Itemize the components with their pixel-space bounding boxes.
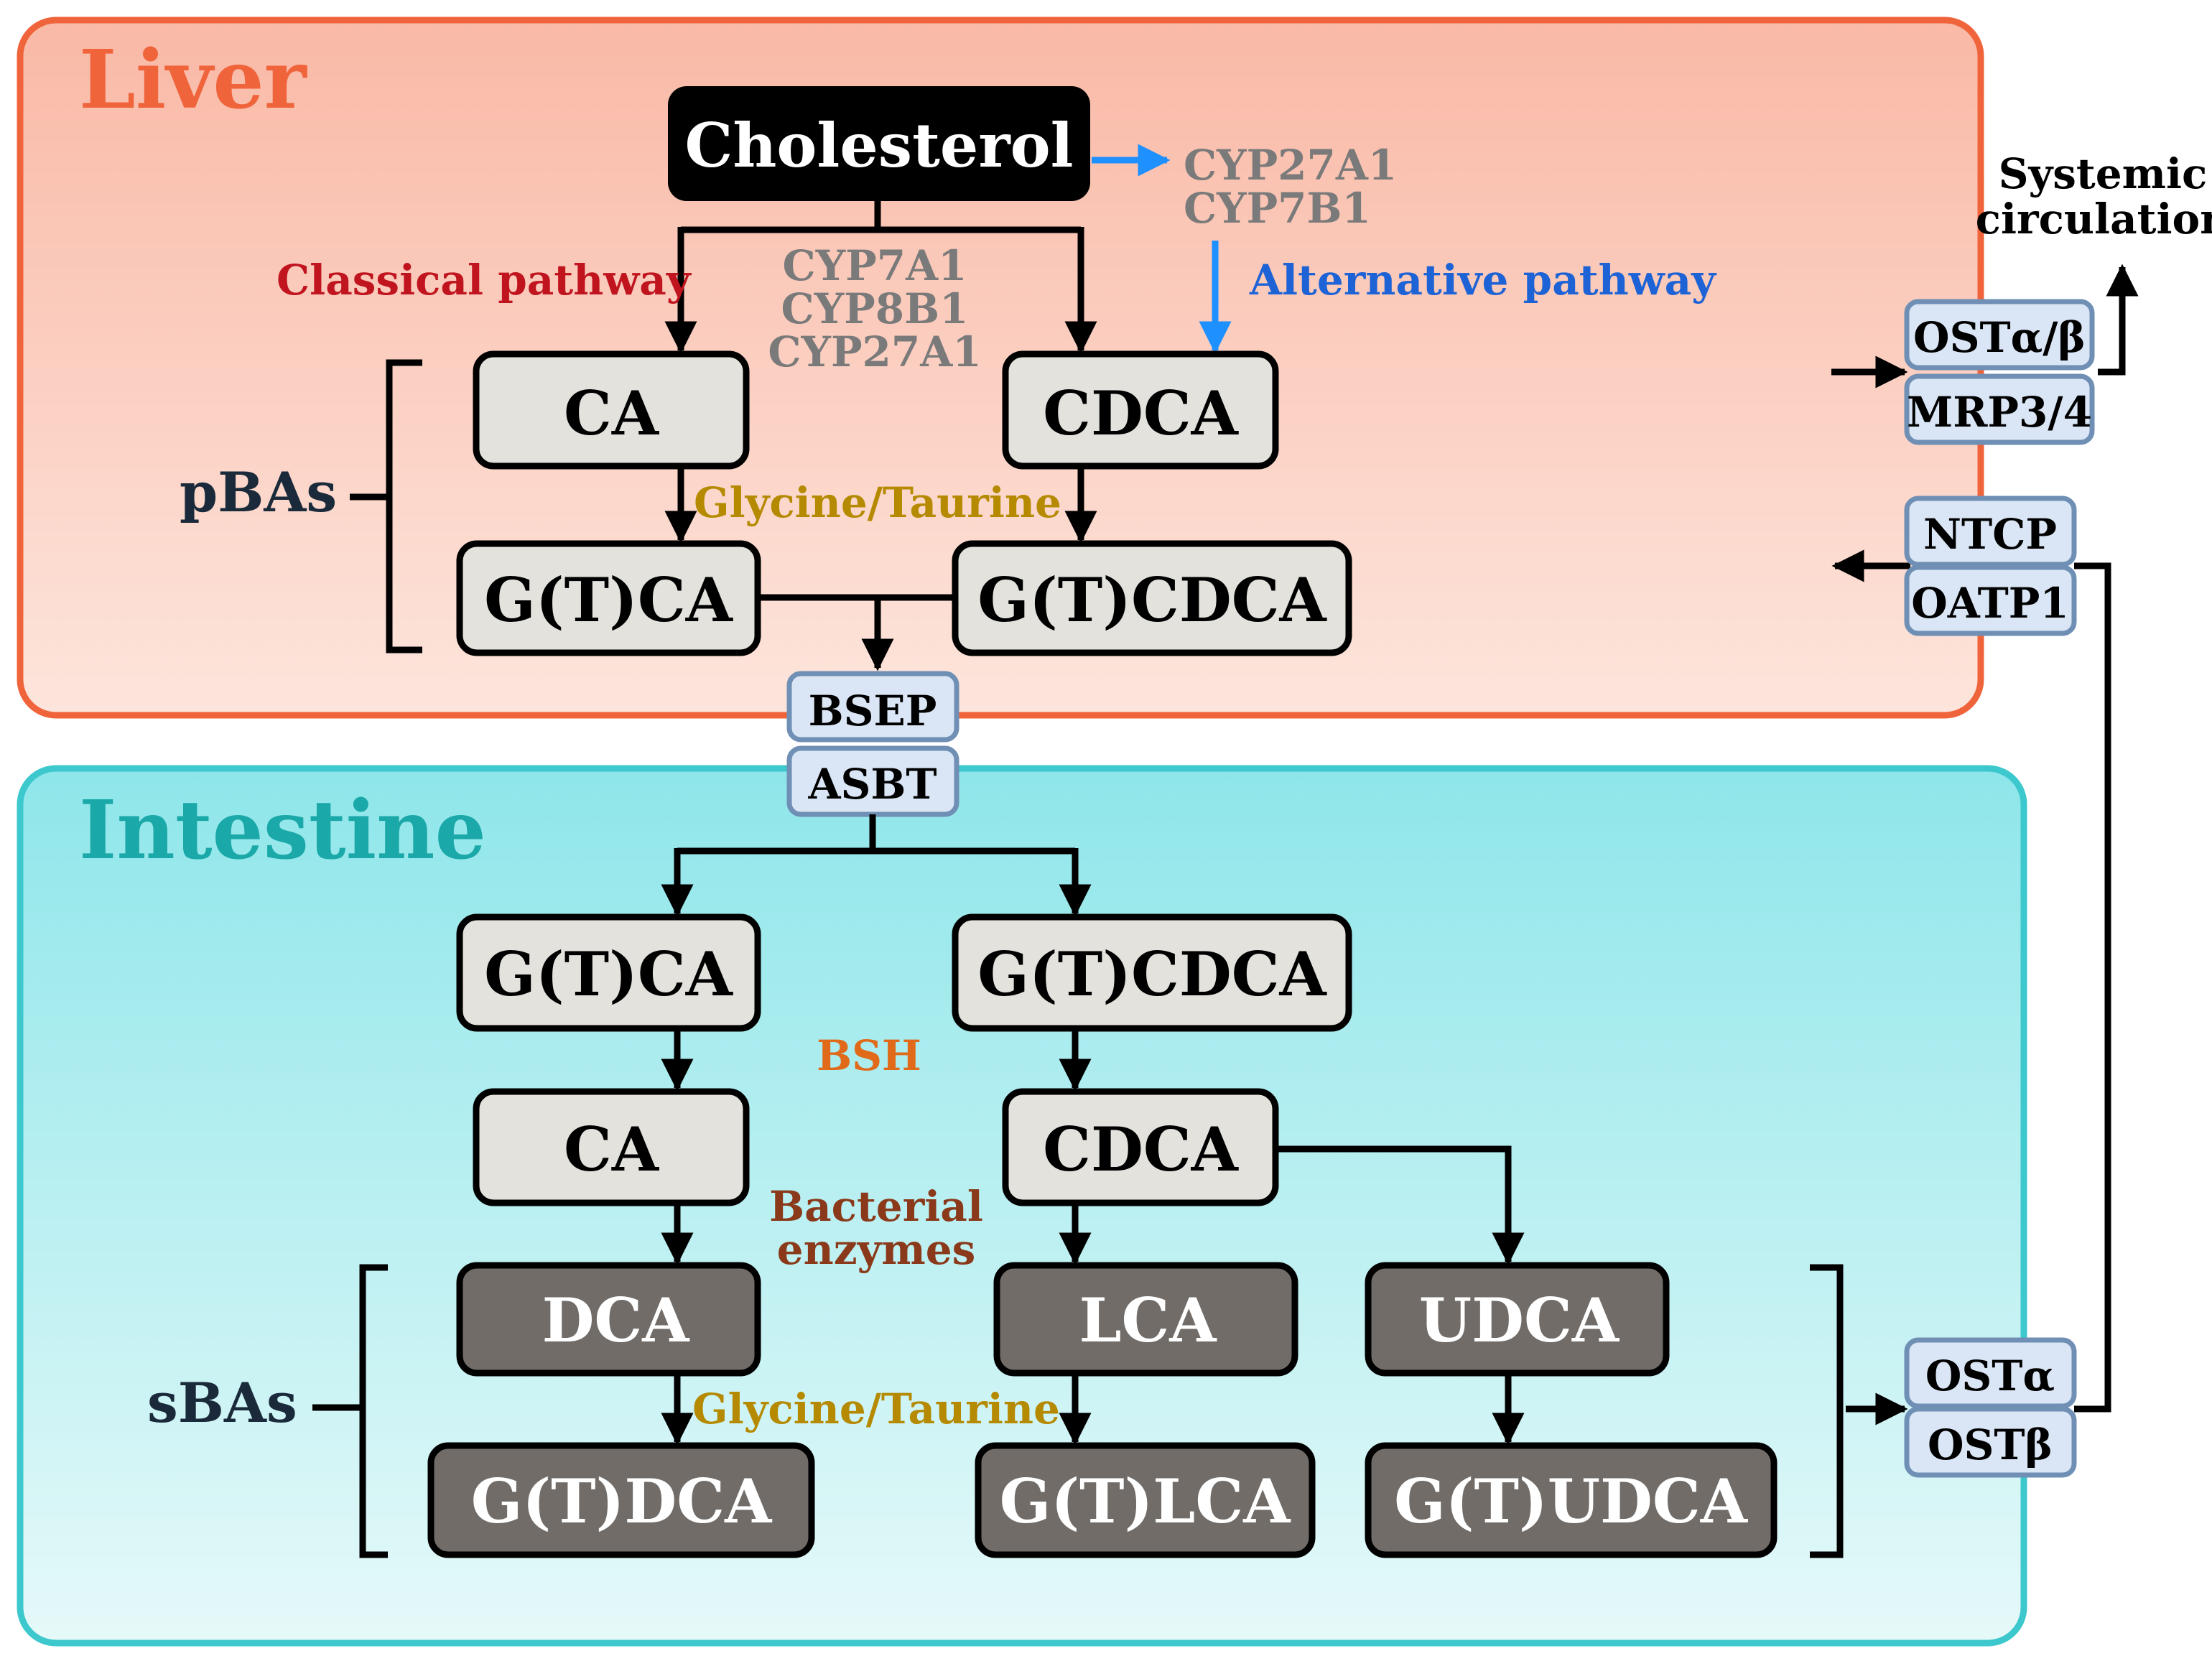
liver-conjugation-label: Glycine/Taurine: [694, 478, 1061, 527]
classical-enzyme-3: CYP27A1: [768, 327, 981, 376]
gtlca-node: G(T)LCA: [975, 1442, 1316, 1558]
liver-gtcdca-label: G(T)CDCA: [977, 564, 1327, 636]
lca-node: LCA: [993, 1262, 1298, 1377]
udca-label: UDCA: [1419, 1285, 1620, 1356]
pbas-label: pBAs: [180, 460, 337, 524]
dca-label: DCA: [542, 1285, 691, 1356]
cholesterol-label: Cholesterol: [684, 110, 1073, 181]
liver-title: Liver: [79, 33, 308, 127]
intestine-gtcdca-node: G(T)CDCA: [952, 913, 1352, 1032]
asbt-transporter: ASBT: [786, 745, 959, 817]
intestine-conjugation-label: Glycine/Taurine: [692, 1385, 1060, 1433]
intestine-gtca-label: G(T)CA: [484, 939, 734, 1010]
pbas-bracket: [350, 359, 422, 653]
sbas-right-bracket: [1810, 1264, 1844, 1558]
intestine-ca-label: CA: [564, 1114, 660, 1185]
dca-node: DCA: [456, 1262, 761, 1377]
systemic-label-2: circulation: [1976, 195, 2212, 243]
alt-enzyme-2: CYP7B1: [1184, 184, 1371, 233]
bsh-label: BSH: [817, 1031, 921, 1080]
intestine-title: Intestine: [79, 783, 486, 878]
mrp-transporter: MRP3/4: [1904, 373, 2095, 445]
ost-ab-label: OSTα/β: [1913, 313, 2086, 362]
intestine-gtcdca-label: G(T)CDCA: [977, 939, 1327, 1010]
bsep-transporter: BSEP: [786, 671, 959, 743]
intestine-connectors: [661, 814, 1525, 1446]
cholesterol-node: Cholesterol: [668, 86, 1090, 201]
gtudca-node: G(T)UDCA: [1365, 1442, 1778, 1558]
liver-ca-node: CA: [473, 350, 750, 470]
intestine-cdca-label: CDCA: [1043, 1114, 1240, 1185]
gtdca-node: G(T)DCA: [427, 1442, 815, 1558]
classical-enzyme-2: CYP8B1: [781, 284, 969, 333]
ost-ab-transporter: OSTα/β: [1904, 299, 2095, 371]
intestine-gtca-node: G(T)CA: [456, 913, 761, 1032]
liver-gtca-node: G(T)CA: [456, 540, 761, 656]
sbas-bracket: [312, 1264, 388, 1558]
gtdca-label: G(T)DCA: [471, 1466, 773, 1537]
bacterial-label-2: enzymes: [777, 1225, 976, 1274]
ost-a-label: OSTα: [1925, 1352, 2055, 1400]
lca-label: LCA: [1079, 1285, 1217, 1356]
liver-gtca-label: G(T)CA: [484, 564, 734, 636]
asbt-label: ASBT: [807, 760, 937, 809]
right-connectors: [1831, 264, 2139, 1425]
bsep-label: BSEP: [809, 687, 937, 735]
udca-node: UDCA: [1365, 1262, 1670, 1377]
liver-connectors: [664, 201, 1097, 671]
oatp-transporter: OATP1: [1904, 564, 2077, 636]
mrp-label: MRP3/4: [1907, 388, 2092, 437]
ntcp-label: NTCP: [1923, 510, 2057, 559]
bacterial-label-1: Bacterial: [769, 1182, 983, 1231]
ost-b-transporter: OSTβ: [1904, 1406, 2077, 1478]
gtudca-label: G(T)UDCA: [1394, 1466, 1749, 1537]
alternative-arrows: [1092, 144, 1232, 354]
alt-enzyme-1: CYP27A1: [1184, 141, 1397, 190]
ntcp-transporter: NTCP: [1904, 496, 2077, 567]
sbas-label: sBAs: [147, 1371, 297, 1435]
ost-b-label: OSTβ: [1928, 1420, 2053, 1469]
liver-ca-label: CA: [564, 378, 660, 449]
ost-a-transporter: OSTα: [1904, 1337, 2077, 1409]
classical-enzyme-1: CYP7A1: [783, 241, 967, 290]
liver-gtcdca-node: G(T)CDCA: [952, 540, 1352, 656]
systemic-label-1: Systemic: [1999, 149, 2208, 198]
intestine-cdca-node: CDCA: [1002, 1088, 1279, 1206]
gtlca-label: G(T)LCA: [1000, 1466, 1292, 1537]
liver-cdca-label: CDCA: [1043, 378, 1240, 449]
classical-pathway-label: Classical pathway: [276, 256, 692, 304]
alternative-pathway-label: Alternative pathway: [1249, 256, 1717, 304]
oatp-label: OATP1: [1911, 579, 2068, 628]
liver-cdca-node: CDCA: [1002, 350, 1279, 470]
intestine-ca-node: CA: [473, 1088, 750, 1206]
